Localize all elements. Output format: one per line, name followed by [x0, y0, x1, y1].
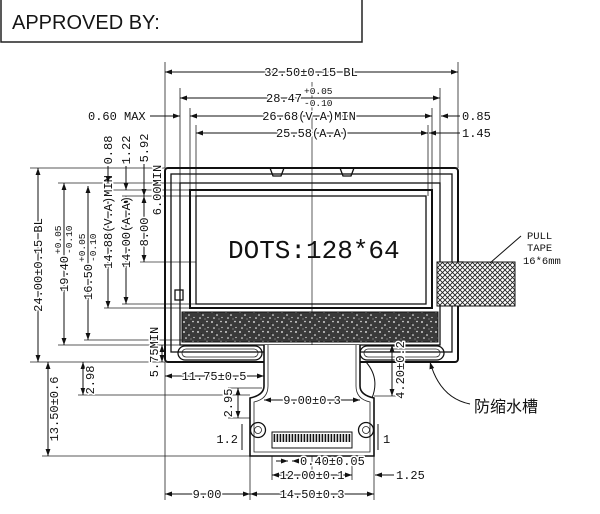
fpc-inner-outline	[253, 345, 371, 453]
corner-mark	[174, 289, 184, 301]
dots-label: DOTS:128*64	[228, 236, 400, 266]
polarizer-height-label: 16.50	[82, 264, 96, 300]
pull-tape-line2: TAPE	[527, 243, 552, 255]
offset-4-label: 6.00MIN	[151, 165, 165, 215]
pull-tape-line3: 16*6mm	[523, 256, 561, 268]
active-area	[195, 195, 427, 305]
left-pad	[177, 345, 263, 361]
approval-box-border	[0, 0, 363, 43]
polarizer-height-tol-plus: +0.05	[77, 233, 88, 262]
offset-2-label: 1.22	[120, 136, 134, 165]
pin-span-label: 12.00±0.1	[280, 469, 345, 483]
right-hole	[357, 421, 375, 439]
sealant-region	[181, 311, 439, 343]
pin-edge-label: 1.25	[396, 469, 425, 483]
right-hole-inner	[362, 426, 370, 434]
tail-offset-label: 9.00	[193, 488, 222, 502]
max-offset-label: 0.60 MAX	[88, 110, 146, 124]
tail-width-label: 14.50±0.3	[280, 488, 345, 502]
stiffener-label: 1.2	[216, 433, 238, 447]
overall-width-label: 32.50±0.15 BL	[264, 66, 358, 80]
bottom-dimensions: 5.75MIN 11.75±0.5 2.95 9.00±0.3 4.20±0.2…	[45, 325, 538, 504]
top-dimensions: 32.50±0.15 BL 28.47 +0.05 -0.10 26.68(V.…	[87, 65, 493, 143]
glass-width-tol-minus: -0.10	[304, 98, 333, 109]
fpc-length-label: 13.50±0.6	[48, 377, 62, 442]
pin-one-label: 1	[383, 433, 390, 447]
left-hole	[249, 421, 267, 439]
viewing-area	[189, 189, 433, 309]
va-width-label: 26.68(V.A)MIN	[262, 110, 356, 124]
aa-width-label: 25.58(A.A)	[276, 127, 348, 141]
fpc-pins	[273, 434, 351, 442]
fpc-offset-label: 11.75±0.5	[182, 370, 247, 384]
slot-note-leader	[429, 361, 471, 405]
top-notches	[269, 167, 355, 177]
slot-note-label: 防缩水槽	[474, 397, 538, 416]
overall-height-label: 24.00±0.15 BL	[32, 218, 46, 312]
ledge-min-label: 5.75MIN	[148, 327, 162, 377]
glass-height-label: 19.40	[58, 256, 72, 292]
right-pad-inner	[363, 348, 441, 358]
glass-height-tol-minus: -0.10	[64, 225, 75, 254]
right-offset-2-label: 1.45	[462, 127, 491, 141]
pin-pitch-label: 0.40±0.05	[300, 455, 365, 469]
glass-height-tol-plus: +0.05	[53, 225, 64, 254]
aa-height-label: 14.00(A.A)	[120, 196, 134, 268]
center-height-label: 8.00	[138, 218, 152, 247]
va-height-label: 14.88(V.A)MIN	[102, 175, 116, 269]
glass-width-tol-plus: +0.05	[304, 86, 333, 97]
lcd-module-body: DOTS:128*64	[164, 167, 464, 363]
right-offset-1-label: 0.85	[462, 110, 491, 124]
fpc-bend-label: 2.95	[222, 389, 236, 418]
polarizer-height-tol-minus: -0.10	[88, 233, 99, 262]
fpc-neck-label: 4.20±0.2	[394, 341, 408, 399]
pull-tape: PULL TAPE 16*6mm	[436, 231, 561, 307]
pull-tape-line1: PULL	[527, 231, 552, 243]
fpc-tail-label: 2.98	[84, 366, 98, 395]
offset-1-label: 0.88	[102, 136, 116, 165]
glass-width-label: 28.47	[266, 92, 302, 106]
pull-tape-leader	[489, 235, 522, 264]
pull-tape-area	[436, 261, 516, 307]
fpc-width-label: 9.00±0.3	[283, 394, 341, 408]
approval-box: APPROVED BY:	[0, 0, 363, 43]
shrink-slot-curve	[365, 361, 376, 399]
offset-3-label: 5.92	[138, 134, 152, 163]
approved-by-label: APPROVED BY:	[12, 12, 160, 34]
left-pad-inner	[181, 348, 259, 358]
left-hole-inner	[254, 426, 262, 434]
left-dimensions: 24.00±0.15 BL 19.40 +0.05 -0.10 16.50 +0…	[31, 132, 167, 362]
